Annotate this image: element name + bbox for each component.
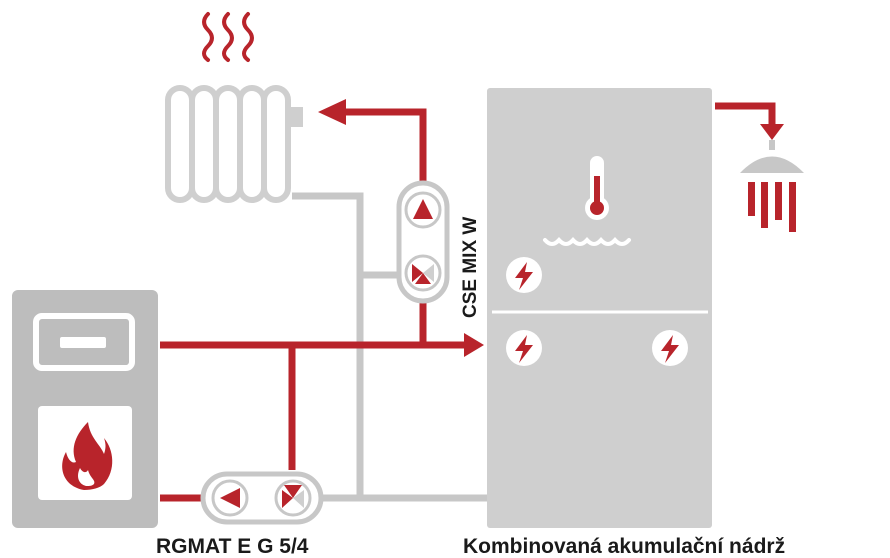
valve-icon xyxy=(404,254,442,292)
pump-icon xyxy=(220,488,240,508)
arrow-icon xyxy=(318,99,346,125)
return-pipes xyxy=(292,192,488,502)
mixing-unit[interactable] xyxy=(396,180,450,304)
tank-label: Kombinovaná akumulační nádrž xyxy=(463,535,785,558)
heat-waves-icon xyxy=(202,12,254,62)
heating-element-icon xyxy=(652,330,688,366)
thermometer-icon xyxy=(585,156,609,220)
flame-icon xyxy=(62,422,113,490)
boiler xyxy=(12,290,158,528)
shower-icon xyxy=(740,140,804,232)
heating-element-icon xyxy=(506,330,542,366)
heating-element-icon xyxy=(506,257,542,293)
pump-icon xyxy=(413,199,433,219)
mixing-unit-label: CSE MIX W xyxy=(460,217,481,318)
water-waves-icon xyxy=(543,236,631,246)
arrow-icon xyxy=(760,124,784,140)
arrow-icon xyxy=(464,333,484,357)
pump-group-label: RGMAT E G 5/4 xyxy=(156,535,309,558)
radiator-icon xyxy=(165,85,303,203)
pump-group[interactable] xyxy=(200,471,324,525)
valve-icon xyxy=(274,479,312,517)
tank xyxy=(487,88,712,528)
hot-pipes xyxy=(160,102,776,502)
